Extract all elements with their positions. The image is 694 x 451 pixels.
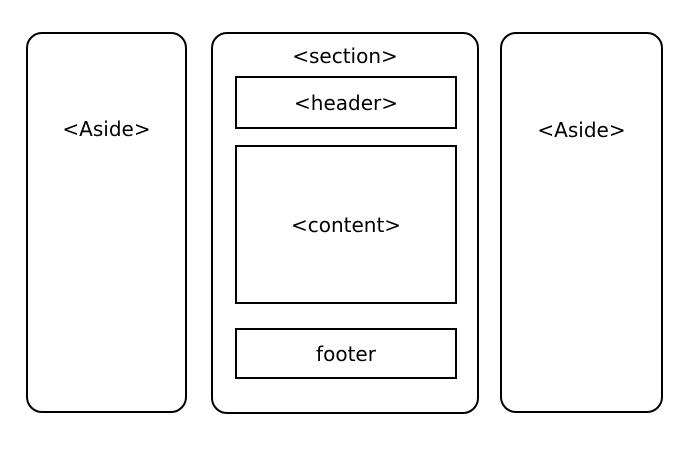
aside-right-label: <Aside> — [537, 118, 626, 142]
content-label: <content> — [290, 212, 402, 237]
content-box: <content> — [235, 145, 457, 304]
header-label: <header> — [294, 90, 398, 115]
header-box: <header> — [235, 76, 457, 129]
aside-left-box: <Aside> — [26, 32, 187, 413]
section-label: <section> — [292, 44, 398, 68]
footer-box: footer — [235, 328, 457, 379]
aside-right-box: <Aside> — [500, 32, 663, 413]
section-box: <section> <header> <content> footer — [211, 32, 479, 414]
aside-left-label: <Aside> — [62, 117, 151, 141]
footer-label: footer — [316, 341, 376, 366]
